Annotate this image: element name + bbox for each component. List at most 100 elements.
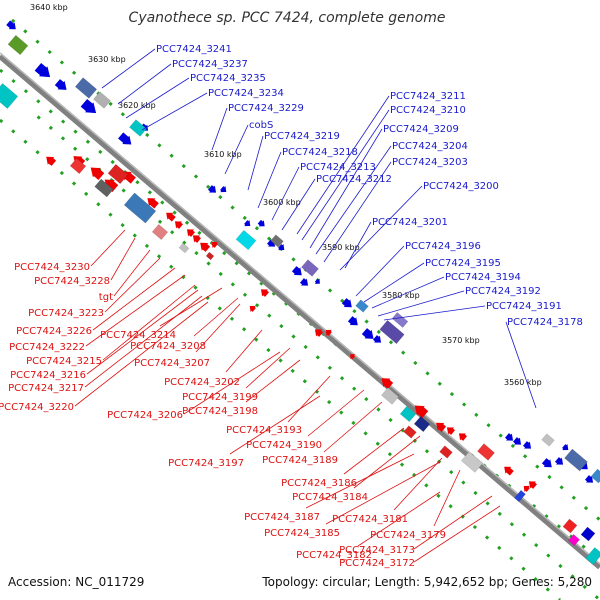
forward-gene-label-leader: [141, 92, 208, 131]
reverse-gene-arrow: [46, 156, 57, 166]
reverse-gene-label: PCC7424_3202: [164, 377, 240, 388]
forward-gene-label-leader: [339, 185, 423, 271]
accession-label: Accession: NC_011729: [8, 575, 144, 589]
forward-gene-label: PCC7424_3203: [392, 157, 468, 168]
reverse-gene-block: [562, 518, 578, 534]
forward-gene-label-leader: [377, 290, 465, 317]
forward-gene-block: [74, 77, 98, 99]
reverse-gene-label-leader: [92, 267, 176, 331]
forward-gene-block: [541, 433, 555, 447]
reverse-gene-label-leader: [245, 347, 291, 389]
forward-gene-label-leader: [315, 145, 392, 255]
forward-gene-arrow: [505, 433, 514, 441]
forward-gene-label-leader: [344, 221, 372, 269]
kbp-marker: 3640 kbp: [30, 3, 68, 12]
reverse-gene-arrow: [260, 289, 269, 297]
forward-gene-label-leader: [257, 151, 282, 209]
kbp-marker: 3600 kbp: [263, 198, 301, 207]
forward-gene-label: PCC7424_3191: [486, 301, 562, 312]
forward-gene-label-leader: [125, 77, 190, 119]
forward-gene-label-leader: [309, 128, 383, 249]
forward-gene-label-leader: [301, 109, 390, 241]
reverse-gene-label-leader: [245, 359, 301, 403]
reverse-gene-arrow: [147, 198, 159, 209]
forward-gene-label-leader: [281, 178, 316, 231]
forward-gene-block: [0, 83, 19, 109]
reverse-gene-label-leader: [110, 237, 136, 281]
reverse-gene-label: PCC7424_3190: [246, 440, 322, 451]
forward-gene-label: PCC7424_3196: [405, 241, 481, 252]
reverse-gene-label-leader: [307, 389, 365, 437]
genome-backbone-highlight: [0, 52, 600, 565]
forward-gene-label-leader: [371, 276, 445, 309]
reverse-gene-label: PCC7424_3179: [370, 530, 446, 541]
reverse-gene-arrow: [314, 329, 323, 337]
forward-gene-label-leader: [355, 245, 405, 297]
reverse-gene-label-leader: [90, 229, 126, 267]
reverse-gene-block: [94, 178, 114, 198]
reverse-gene-label: PCC7424_3206: [107, 410, 183, 421]
reverse-gene-block: [568, 534, 580, 546]
reverse-gene-label-leader: [413, 505, 501, 563]
reverse-gene-labels: PCC7424_3230PCC7424_3228tgtPCC7424_3223P…: [0, 229, 501, 569]
reverse-gene-arrow: [186, 229, 195, 237]
forward-gene-block: [93, 91, 111, 109]
forward-gene-block: [391, 312, 409, 328]
forward-gene-label: PCC7424_3211: [390, 91, 466, 102]
forward-gene-label: PCC7424_3219: [264, 131, 340, 142]
forward-gene-arrow: [6, 20, 16, 30]
kbp-marker: 3590 kbp: [322, 243, 360, 252]
reverse-gene-arrow: [350, 354, 356, 360]
forward-gene-label: PCC7424_3178: [507, 317, 583, 328]
reverse-gene-label: PCC7424_3173: [339, 545, 415, 556]
reverse-gene-block: [151, 223, 169, 241]
reverse-gene-arrow: [436, 422, 447, 432]
reverse-gene-label-leader: [393, 457, 443, 511]
reverse-gene-label-leader: [193, 297, 239, 337]
reverse-gene-label-leader: [353, 435, 421, 489]
reverse-gene-label: PCC7424_3226: [16, 326, 92, 337]
forward-gene-arrow: [244, 219, 251, 227]
reverse-gene-arrow: [414, 405, 429, 418]
forward-gene-label: PCC7424_3195: [425, 258, 501, 269]
forward-gene-label-leader: [247, 135, 264, 191]
reverse-gene-arrow: [174, 221, 183, 229]
forward-gene-arrow: [541, 458, 552, 468]
reverse-gene-label-leader: [287, 375, 331, 423]
forward-gene-arrow: [208, 185, 217, 193]
reverse-gene-label: PCC7424_3182: [296, 550, 372, 561]
forward-gene-arrow: [300, 278, 309, 286]
reverse-gene-block: [403, 425, 417, 439]
reverse-gene-label: PCC7424_3223: [28, 308, 104, 319]
reverse-gene-label: PCC7424_3220: [0, 402, 74, 413]
kbp-marker: 3610 kbp: [204, 150, 242, 159]
forward-gene-arrow: [54, 79, 67, 90]
forward-gene-labels: PCC7424_3241PCC7424_3237PCC7424_3235PCC7…: [101, 44, 583, 409]
forward-gene-arrow: [220, 185, 227, 193]
reverse-gene-block: [585, 547, 600, 565]
reverse-gene-label-leader: [325, 461, 441, 525]
forward-gene-arrow: [118, 132, 132, 145]
forward-gene-block: [129, 119, 147, 137]
reverse-gene-label-leader: [225, 329, 263, 373]
genome-backbone: [0, 53, 600, 570]
forward-gene-label: PCC7424_3204: [392, 141, 468, 152]
forward-gene-label-leader: [363, 262, 425, 303]
reverse-gene-block: [381, 387, 399, 405]
forward-gene-label-leader: [101, 48, 156, 89]
reverse-gene-label-leader: [195, 303, 241, 353]
forward-gene-arrow: [291, 266, 302, 276]
forward-gene-block: [379, 319, 405, 345]
reverse-gene-arrow: [446, 427, 455, 435]
reverse-gene-label-leader: [74, 301, 209, 407]
reverse-gene-block: [439, 445, 453, 459]
forward-gene-label: cobS: [249, 120, 273, 131]
forward-gene-label-leader: [224, 124, 249, 175]
forward-gene-label: PCC7424_3234: [208, 88, 284, 99]
forward-gene-label: PCC7424_3210: [390, 105, 466, 116]
reverse-gene-block: [514, 489, 526, 503]
forward-gene-arrow: [585, 475, 594, 483]
reverse-gene-label-leader: [159, 287, 223, 327]
